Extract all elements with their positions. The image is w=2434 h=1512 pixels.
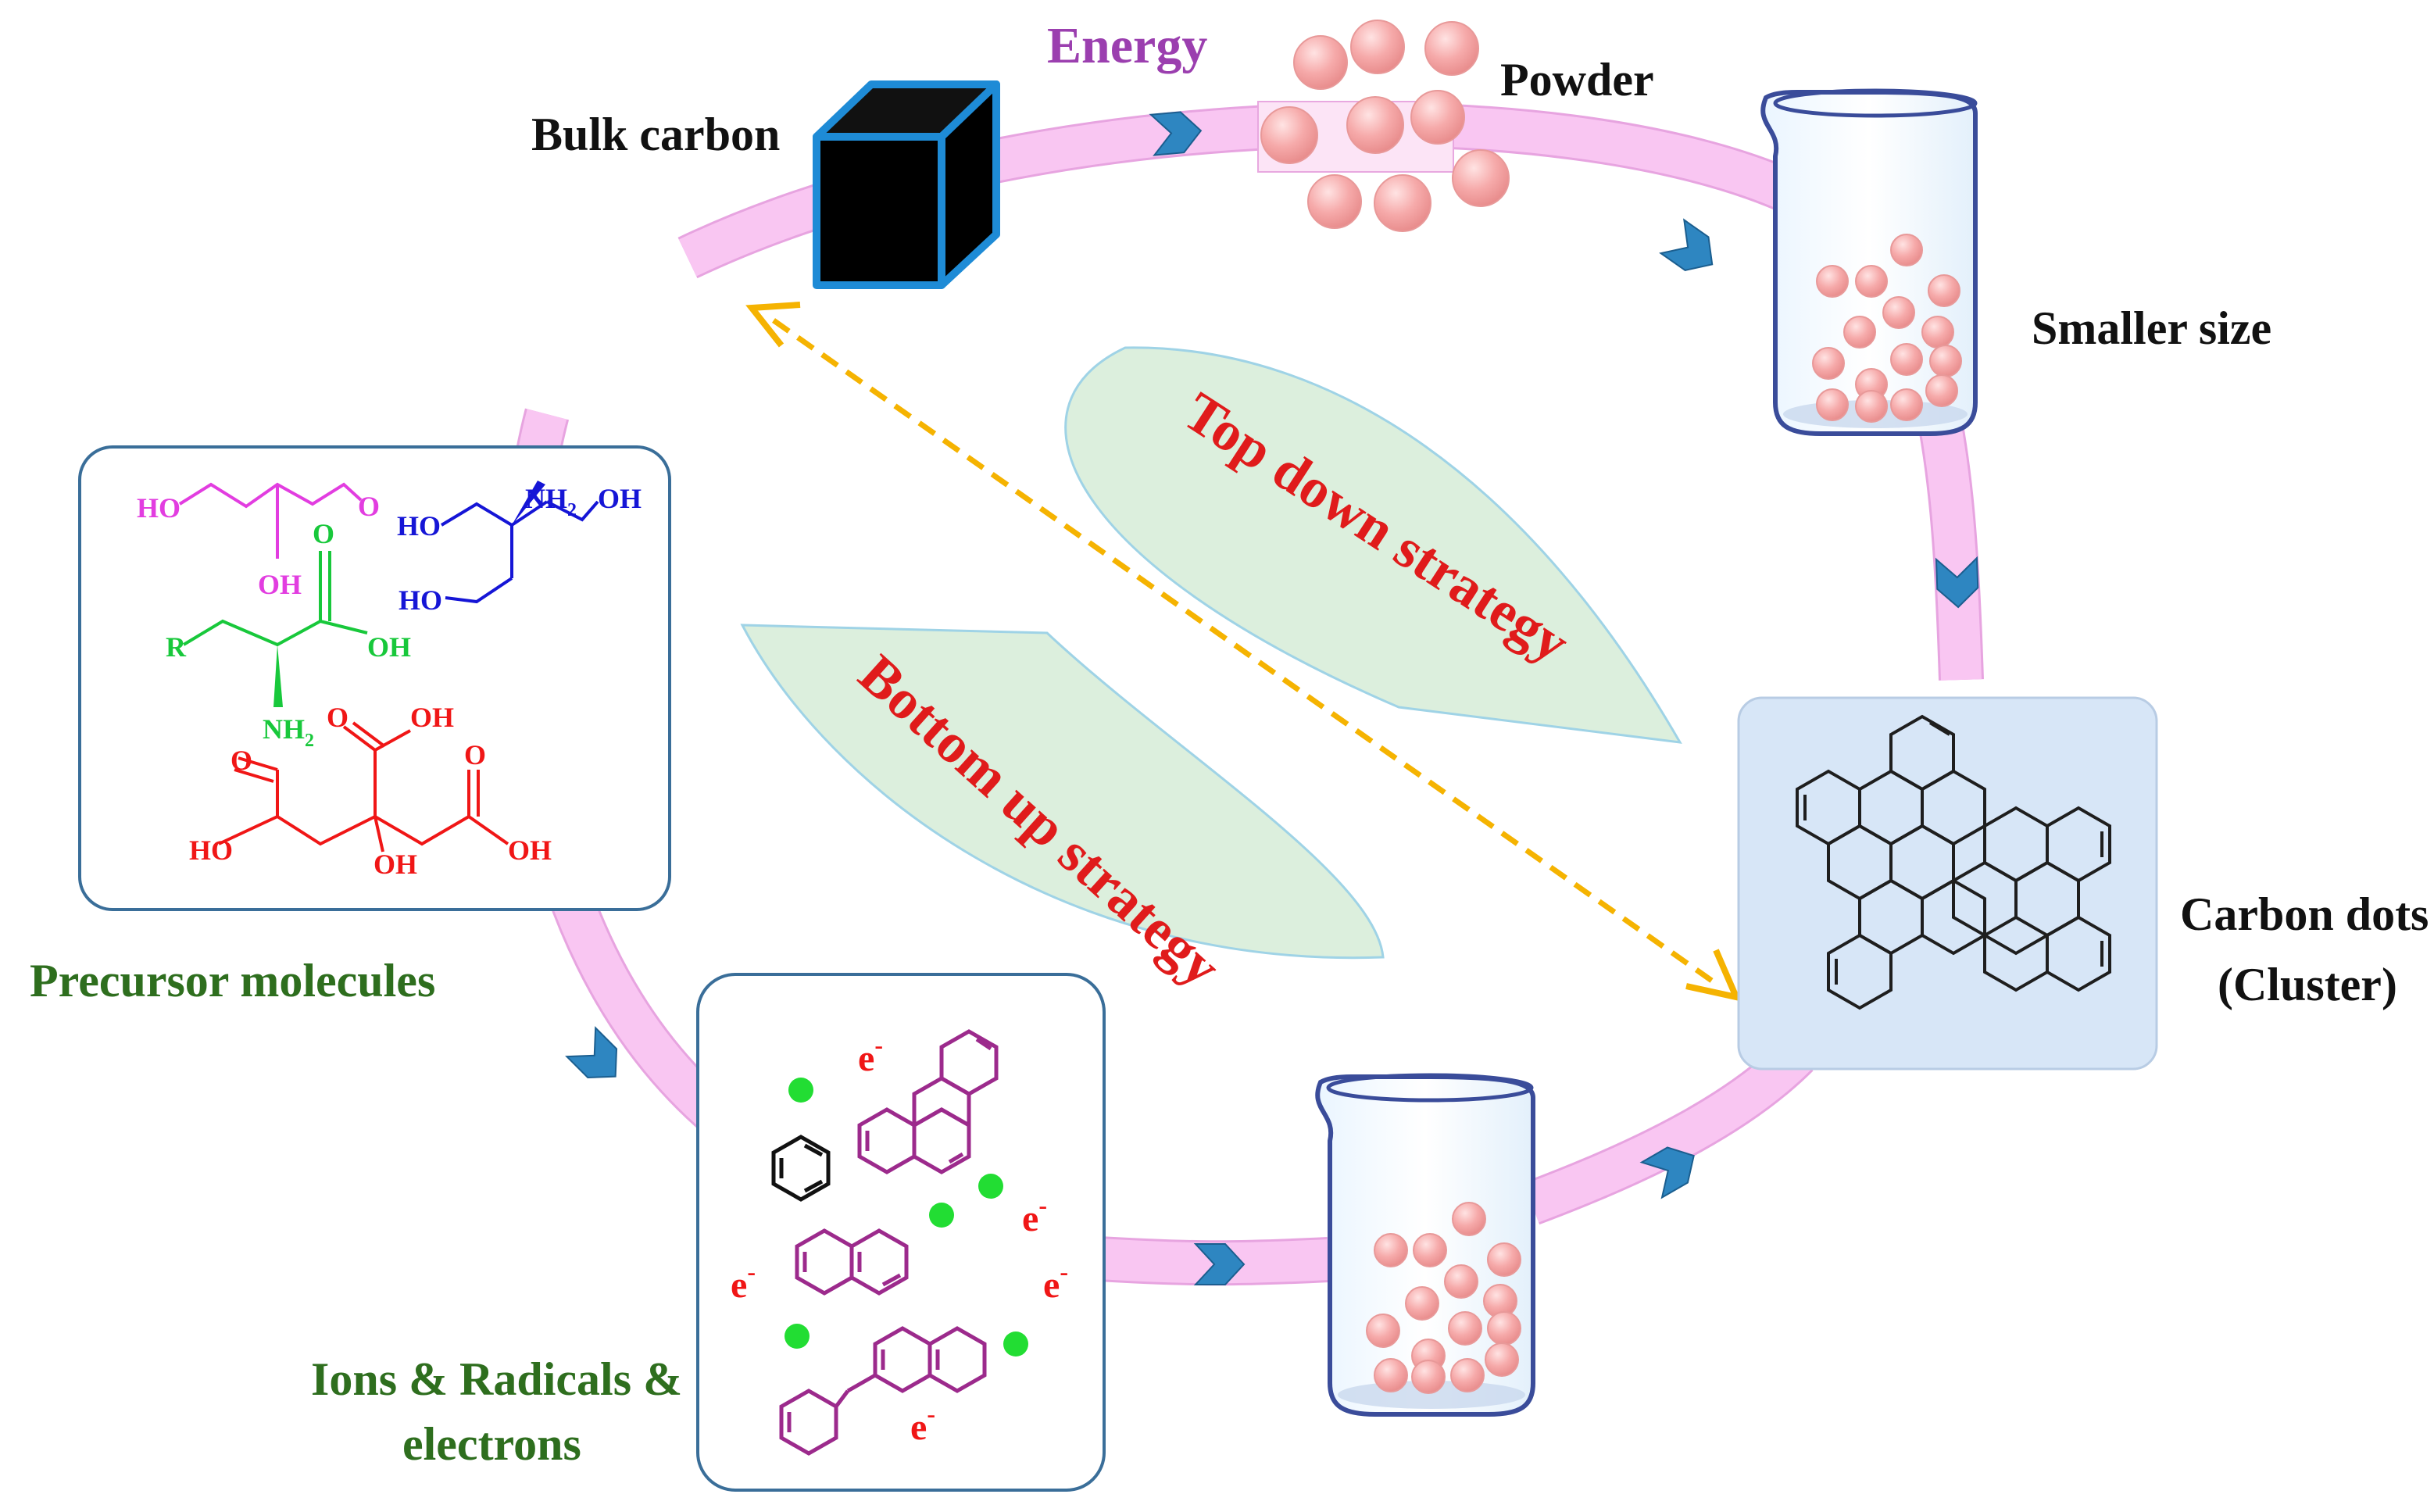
ca-o-top-label: O <box>327 702 348 733</box>
precursor-molecules-label: Precursor molecules <box>30 955 435 1006</box>
tris-oh-label: OH <box>598 483 642 514</box>
ions-radicals-label: Ions & Radicals & <box>311 1353 682 1405</box>
ca-o-left-label: O <box>231 745 252 776</box>
precursor-structures: HO OH O HO NH2 OH HO O O <box>137 481 642 880</box>
electron-labels: e- e- e- e- e- <box>731 1031 1068 1448</box>
leaf-top-down <box>1064 346 1682 744</box>
electrons-label: electrons <box>402 1418 581 1470</box>
aa-r-label: R <box>166 631 187 663</box>
bulk-carbon-label: Bulk carbon <box>531 109 780 160</box>
green-radical-dots <box>785 1078 1028 1357</box>
ions-radicals-box: e- e- e- e- e- <box>696 973 1106 1492</box>
ca-oh-top-label: OH <box>410 702 454 733</box>
carbon-dots-cluster-box <box>1737 696 2158 1071</box>
ca-ho-left-label: HO <box>189 835 233 866</box>
glycerol-o-label: O <box>358 491 380 522</box>
dashed-double-arrow <box>745 302 1742 1002</box>
energy-label: Energy <box>1047 17 1207 74</box>
beaker-top <box>1760 88 1978 436</box>
electron-label: e- <box>731 1257 756 1306</box>
glycerol-oh-label: OH <box>258 569 302 600</box>
electron-label: e- <box>858 1031 883 1079</box>
electron-label: e- <box>1022 1191 1047 1239</box>
chevron-icon <box>1660 219 1725 282</box>
smaller-size-label: Smaller size <box>2032 302 2271 354</box>
electron-label: e- <box>1043 1257 1068 1306</box>
cluster-label: (Cluster) <box>2218 959 2397 1010</box>
electron-label: e- <box>910 1399 935 1448</box>
powder-label: Powder <box>1500 54 1654 105</box>
powder-particles <box>1257 20 1510 232</box>
aa-o-label: O <box>313 518 334 549</box>
tris-nh2-label: NH2 <box>525 483 577 520</box>
carbon-dots-label: Carbon dots <box>2180 888 2429 940</box>
glycerol-ho-label: HO <box>137 492 180 524</box>
tris-ho-label-1: HO <box>397 510 441 542</box>
beaker-bottom <box>1315 1073 1535 1417</box>
precursor-molecules-box: HO OH O HO NH2 OH HO O O <box>78 445 671 911</box>
ca-oh-right-label: OH <box>508 835 552 866</box>
aa-nh2-label: NH2 <box>263 713 314 751</box>
leaf-bottom-up <box>740 624 1385 960</box>
aa-oh-label: OH <box>367 631 411 663</box>
bulk-carbon-cube <box>813 80 1000 289</box>
tris-ho-label-2: HO <box>399 584 442 616</box>
ca-oh-mid-label: OH <box>373 849 417 880</box>
aromatic-fragments <box>771 1029 999 1456</box>
graphene-cluster-structure <box>1796 714 2111 1010</box>
ca-o-right-label: O <box>464 739 486 770</box>
